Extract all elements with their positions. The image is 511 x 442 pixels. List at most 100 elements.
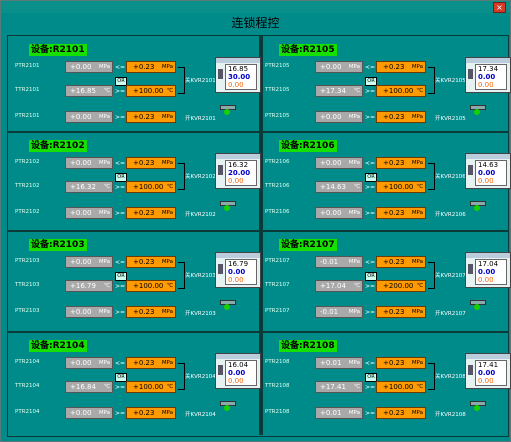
greater-equal-symbol: >= (115, 384, 126, 391)
value-text: +0.01 (320, 359, 342, 367)
pressure-tag-label: PTR2106 (265, 209, 290, 215)
value-text: +0.23 (383, 63, 405, 71)
value-text: +0.00 (70, 63, 92, 71)
unit-label: ℃ (353, 184, 360, 190)
value-text: +0.00 (70, 258, 92, 266)
temperature-tag-label: TTR2108 (265, 383, 290, 389)
controller-display[interactable]: 17.04 0.00 0.00 (465, 252, 511, 288)
controller-display-icon (468, 165, 473, 175)
value-text: +100.00 (383, 87, 414, 95)
temperature-setpoint-input[interactable]: +100.00℃ (376, 381, 426, 393)
controller-display[interactable]: 17.41 0.00 0.00 (465, 353, 511, 389)
close-button[interactable]: × (493, 2, 506, 13)
greater-equal-symbol: >= (365, 184, 376, 191)
device-title: 设备:R2108 (279, 340, 337, 352)
temperature-tag-label: TTR2106 (265, 183, 290, 189)
or-gate: OR (115, 373, 127, 382)
value-text: +0.23 (383, 159, 405, 167)
temperature-setpoint-input[interactable]: +100.00℃ (376, 85, 426, 97)
controller-sv: 0.00 (228, 268, 246, 276)
pressure-tag-label: PTR2107 (265, 258, 290, 264)
close-valve-label: 关KVR2106 (435, 174, 466, 180)
unit-label: MPa (411, 64, 423, 70)
open-valve-label: 开KVR2106 (435, 212, 466, 218)
greater-equal-symbol: >= (115, 410, 126, 417)
temperature-setpoint-input[interactable]: +100.00℃ (126, 280, 176, 292)
temperature-setpoint-input[interactable]: +100.00℃ (126, 181, 176, 193)
unit-label: MPa (161, 160, 173, 166)
temperature-setpoint-input[interactable]: +100.00℃ (376, 181, 426, 193)
logic-bracket (178, 262, 185, 289)
controller-display[interactable]: 16.32 20.00 0.00 (215, 153, 261, 189)
device-title: 设备:R2104 (29, 340, 87, 352)
status-light (474, 205, 480, 211)
less-equal-symbol: <= (115, 360, 126, 367)
controller-sv: 0.00 (478, 268, 496, 276)
controller-display[interactable]: 16.79 0.00 0.00 (215, 252, 261, 288)
pressure-tag-label: PTR2104 (15, 359, 40, 365)
unit-label: MPa (348, 114, 360, 120)
unit-label: MPa (161, 210, 173, 216)
temperature-setpoint-input[interactable]: +100.00℃ (126, 85, 176, 97)
controller-display[interactable]: 16.85 30.00 0.00 (215, 57, 261, 93)
value-text: +0.00 (70, 113, 92, 121)
controller-display[interactable]: 16.04 0.00 0.00 (215, 353, 261, 389)
logic-bracket (178, 67, 185, 94)
temperature-setpoint-input[interactable]: +200.00℃ (376, 280, 426, 292)
value-text: +0.23 (133, 113, 155, 121)
controller-display[interactable]: 14.63 0.00 0.00 (465, 153, 511, 189)
value-text: +0.00 (320, 159, 342, 167)
status-light (224, 405, 230, 411)
controller-sv: 0.00 (478, 369, 496, 377)
status-light (224, 205, 230, 211)
vertical-divider (259, 35, 263, 435)
controller-screen: 16.79 0.00 0.00 (225, 259, 257, 285)
temperature-setpoint-input[interactable]: +100.00℃ (126, 381, 176, 393)
device-title: 设备:R2103 (29, 239, 87, 251)
value-text: +100.00 (133, 87, 164, 95)
value-text: +0.23 (133, 159, 155, 167)
temperature-measured-value: +16.79℃ (65, 280, 113, 292)
pressure-tag-label: PTR2101 (15, 113, 40, 119)
open-valve-label: 开KVR2107 (435, 311, 466, 317)
status-light (474, 109, 480, 115)
unit-label: MPa (411, 410, 423, 416)
pressure-setpoint-input[interactable]: +0.23 MPa (376, 61, 426, 73)
close-valve-label: 关KVR2102 (185, 174, 216, 180)
controller-display[interactable]: 17.34 0.00 0.00 (465, 57, 511, 93)
device-title: 设备:R2106 (279, 140, 337, 152)
controller-out: 0.00 (478, 377, 494, 385)
device-title: 设备:R2101 (29, 44, 87, 56)
value-text: -0.01 (320, 258, 339, 266)
pressure-setpoint-input[interactable]: +0.23 MPa (126, 157, 176, 169)
pressure-tag-label: PTR2107 (265, 308, 290, 314)
panel-grid (7, 35, 509, 437)
window-title: 连锁程控 (231, 16, 280, 30)
temperature-measured-value: +17.34℃ (315, 85, 363, 97)
valve-status-indicator-icon (220, 300, 236, 310)
controller-out: 0.00 (478, 177, 494, 185)
status-light (474, 405, 480, 411)
